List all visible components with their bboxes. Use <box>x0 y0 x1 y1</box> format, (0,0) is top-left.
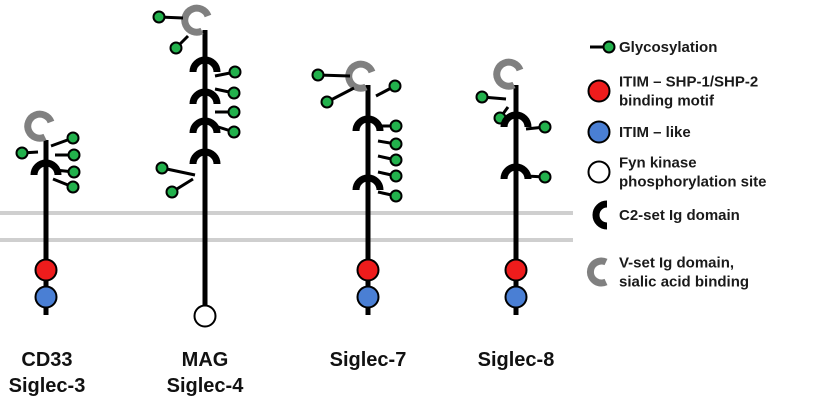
protein-alias-mag: Siglec-4 <box>167 375 245 397</box>
protein-name-siglec8: Siglec-8 <box>478 349 555 371</box>
v-set-ig-domain-icon <box>345 60 376 92</box>
glycosylation-icon <box>227 105 241 119</box>
c2-set-ig-domain-icon <box>352 174 384 191</box>
glycosylation-icon <box>389 169 403 183</box>
glycosylation-icon <box>227 86 241 100</box>
legend-label: V-set Ig domain, <box>619 255 734 272</box>
itim-icon <box>504 258 528 282</box>
legend-label: ITIM – like <box>619 124 691 141</box>
legend-item-itim: ITIM – SHP-1/SHP-2 binding motif <box>587 74 758 110</box>
glycosylation-icon <box>152 10 166 24</box>
siglec8-protein <box>475 58 552 315</box>
siglec7-protein <box>311 60 403 315</box>
legend-item-v-set-ig-domain: V-set Ig domain, sialic acid binding <box>586 255 749 291</box>
glycosylation-icon <box>66 180 80 194</box>
c2-set-ig-domain-icon <box>189 88 221 105</box>
itim-icon <box>34 258 58 282</box>
protein-name-siglec7: Siglec-7 <box>330 349 407 371</box>
legend-label: binding motif <box>619 93 715 110</box>
legend-item-fyn-kinase: Fyn kinase phosphorylation site <box>587 155 767 191</box>
glycosylation-icon <box>602 40 616 54</box>
c2-set-ig-domain-icon <box>189 148 221 165</box>
legend-label: sialic acid binding <box>619 274 749 291</box>
glycosylation-icon <box>67 165 81 179</box>
glycosylation-icon <box>66 131 80 145</box>
c2-set-ig-domain-icon <box>500 111 532 128</box>
glycosylation-icon <box>389 119 403 133</box>
glycosylation-icon <box>227 125 241 139</box>
itim-like-icon <box>587 120 611 144</box>
legend-label: ITIM – SHP-1/SHP-2 <box>619 74 758 91</box>
glycosylation-icon <box>15 146 29 160</box>
itim-like-icon <box>34 285 58 309</box>
v-set-ig-domain-icon <box>24 110 55 142</box>
fyn-kinase-icon <box>193 304 217 328</box>
glycosylation-icon <box>311 68 325 82</box>
itim-icon <box>587 79 611 103</box>
v-set-ig-domain-icon <box>586 257 608 287</box>
glycosylation-icon <box>538 120 552 134</box>
glycosylation-icon <box>389 189 403 203</box>
protein-name-cd33: CD33 <box>21 349 72 371</box>
proteins <box>15 4 552 328</box>
legend-label: phosphorylation site <box>619 174 767 191</box>
mag-protein <box>152 4 242 328</box>
c2-set-ig-domain-icon <box>189 56 221 73</box>
v-set-ig-domain-icon <box>493 58 524 90</box>
c2-set-ig-domain-icon <box>189 117 221 134</box>
itim-icon <box>356 258 380 282</box>
cell-membrane <box>0 211 573 242</box>
glycosylation-icon <box>538 170 552 184</box>
v-set-ig-domain-icon <box>181 4 212 36</box>
legend-item-c2-set-ig-domain: C2-set Ig domain <box>592 200 740 230</box>
fyn-kinase-icon <box>587 160 611 184</box>
itim-like-icon <box>504 285 528 309</box>
glycosylation-icon <box>165 185 179 199</box>
glycosylation-icon <box>475 90 489 104</box>
glycosylation-icon <box>388 79 402 93</box>
glycosylation-icon <box>155 161 169 175</box>
protein-name-mag: MAG <box>182 349 229 371</box>
legend-item-itim-like: ITIM – like <box>587 120 691 144</box>
protein-alias-cd33: Siglec-3 <box>9 375 86 397</box>
glycosylation-icon <box>389 153 403 167</box>
legend-label: C2-set Ig domain <box>619 207 740 224</box>
glycosylation-icon <box>67 148 81 162</box>
legend-item-glycosylation: Glycosylation <box>590 39 717 56</box>
glycosylation-icon <box>228 65 242 79</box>
glycosylation-icon <box>320 95 334 109</box>
c2-set-ig-domain-icon <box>592 200 608 230</box>
itim-like-icon <box>356 285 380 309</box>
cd33-protein <box>15 110 81 315</box>
glycosylation-icon <box>389 137 403 151</box>
legend-label: Fyn kinase <box>619 155 697 172</box>
glycosylation-icon <box>169 41 183 55</box>
legend-label: Glycosylation <box>619 39 717 56</box>
